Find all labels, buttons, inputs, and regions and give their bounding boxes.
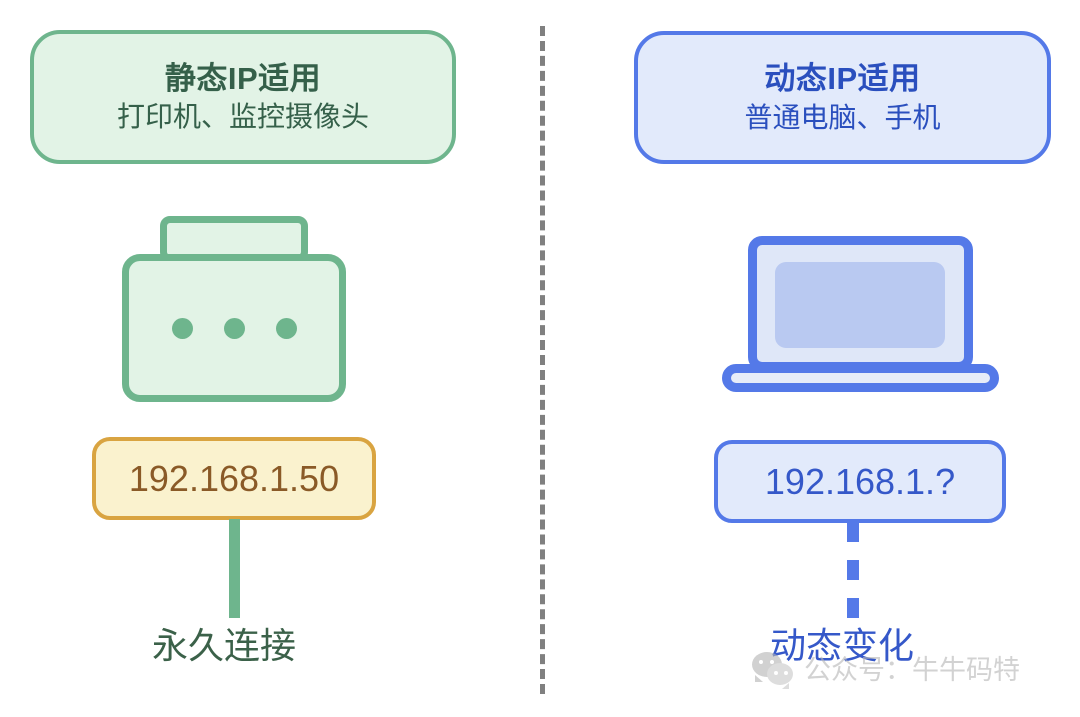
printer-dot — [171, 317, 193, 339]
dynamic-connector-line — [847, 522, 859, 618]
dash-segment — [847, 598, 859, 618]
printer-dots-icon — [122, 254, 346, 402]
dynamic-ip-card: 动态IP适用 普通电脑、手机 — [634, 31, 1051, 164]
static-ip-address-value: 192.168.1.50 — [128, 457, 340, 499]
laptop-base-icon — [722, 364, 999, 392]
static-ip-card-subtitle: 打印机、监控摄像头 — [116, 101, 369, 133]
dynamic-ip-address-badge: 192.168.1.? — [714, 440, 1006, 523]
laptop-display-icon — [775, 262, 945, 348]
watermark: 公众号：牛牛码特 — [752, 652, 1020, 689]
wechat-icon — [752, 652, 796, 689]
dash-segment — [847, 522, 859, 542]
static-connector-line — [229, 519, 240, 618]
static-ip-address-badge: 192.168.1.50 — [92, 437, 376, 520]
dynamic-ip-card-subtitle: 普通电脑、手机 — [744, 101, 941, 133]
static-ip-card-title: 静态IP适用 — [164, 60, 322, 96]
dynamic-ip-address-value: 192.168.1.? — [764, 460, 956, 502]
dynamic-ip-card-title: 动态IP适用 — [764, 61, 921, 97]
static-footer-label: 永久连接 — [152, 625, 297, 666]
watermark-text: 公众号：牛牛码特 — [804, 654, 1020, 685]
printer-dot — [223, 317, 245, 339]
dynamic-footer-label: 动态变化 — [770, 625, 915, 666]
static-ip-card: 静态IP适用 打印机、监控摄像头 — [30, 30, 456, 164]
printer-dot — [275, 317, 297, 339]
column-divider — [540, 26, 545, 694]
dash-segment — [847, 560, 859, 580]
